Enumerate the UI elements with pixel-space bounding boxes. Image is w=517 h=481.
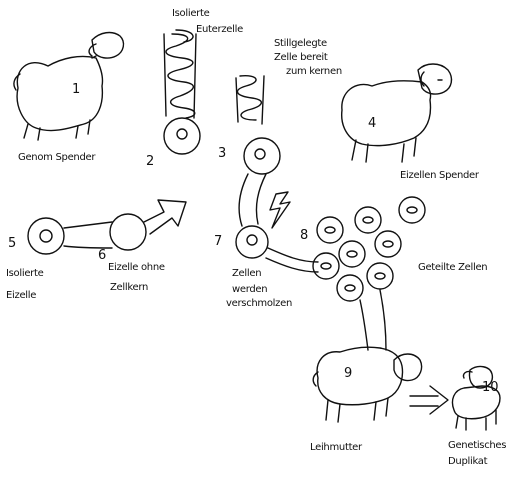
label-genom-spender: Genom Spender [18,152,96,163]
step-number-4: 4 [368,116,377,131]
lightning-icon [269,191,291,229]
step-number-6: 6 [98,248,107,263]
fused-cell [235,225,319,273]
label-isolierte-eizelle-line1: Isolierte [6,268,44,279]
label-stillgelegte-line1: Stillgelegte [274,38,327,49]
step-number-7: 7 [214,234,223,249]
label-geteilte-zellen: Geteilte Zellen [418,262,488,273]
step-number-8: 8 [300,228,309,243]
egg-donor-sheep [341,63,453,163]
divided-cells [312,196,426,302]
genome-donor-sheep [13,31,125,141]
label-genetisches-line1: Genetisches [448,440,507,451]
label-isolierte-euterzelle-line2: Euterzelle [196,24,243,35]
tube-3-to-7 [238,173,267,227]
label-leihmutter: Leihmutter [310,442,362,453]
label-eizelle-ohne-line1: Eizelle ohne [108,262,165,273]
dormant-cell-spiral [235,74,281,175]
surrogate-sheep [312,346,423,423]
tube-to-surrogate [359,289,387,351]
label-zellen-line1: Zellen [232,268,262,279]
isolated-egg-and-arrow [27,199,187,255]
arrow-to-lamb [409,385,449,415]
step-number-5: 5 [8,236,17,251]
label-eizellen-spender: Eizellen Spender [400,170,479,181]
step-number-3: 3 [218,146,227,161]
lamb [451,365,501,431]
step-number-2: 2 [146,154,155,169]
step-number-1: 1 [72,82,81,97]
label-isolierte-euterzelle-line1: Isolierte [172,8,210,19]
label-genetisches-line2: Duplikat [448,456,488,467]
label-eizelle-ohne-line2: Zellkern [110,282,149,293]
step-number-10: 10 [482,380,499,395]
label-stillgelegte-line2: Zelle bereit [274,52,328,63]
label-zellen-line2: werden [232,284,268,295]
label-isolierte-eizelle-line2: Eizelle [6,290,37,301]
step-number-9: 9 [344,366,353,381]
udder-cell-spiral [163,29,201,155]
label-zellen-line3: verschmolzen [226,298,293,309]
label-stillgelegte-line3: zum kernen [286,66,342,77]
